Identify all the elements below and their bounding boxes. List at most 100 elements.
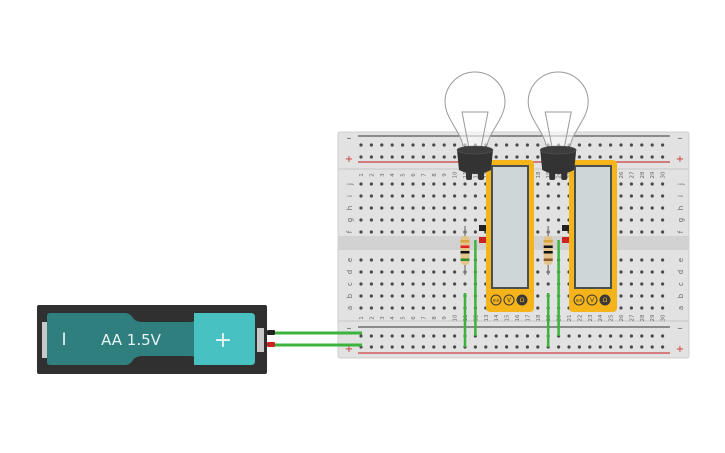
- hole-j6[interactable]: [411, 182, 415, 186]
- hole-e7[interactable]: [421, 258, 425, 262]
- rail-hole-bottom-minus[interactable]: [598, 334, 602, 338]
- hole-c18[interactable]: [536, 282, 540, 286]
- hole-h26[interactable]: [619, 206, 623, 210]
- rail-hole-top-plus[interactable]: [401, 155, 405, 159]
- hole-i8[interactable]: [432, 194, 436, 198]
- hole-f18[interactable]: [536, 230, 540, 234]
- rail-hole-top-plus[interactable]: [577, 155, 582, 159]
- mode-button-ma[interactable]: [490, 294, 502, 306]
- battery-negative-terminal[interactable]: [267, 330, 275, 335]
- hole-e3[interactable]: [380, 258, 384, 262]
- rail-hole-top-plus[interactable]: [661, 155, 665, 159]
- rail-hole-bottom-minus[interactable]: [390, 334, 394, 338]
- rail-hole-bottom-minus[interactable]: [567, 334, 571, 338]
- rail-hole-bottom-minus[interactable]: [588, 334, 592, 338]
- multimeter-red-probe[interactable]: [562, 237, 569, 243]
- bulb-pin[interactable]: [561, 168, 568, 180]
- hole-f1[interactable]: [359, 230, 363, 234]
- rail-hole-top-plus[interactable]: [369, 155, 373, 159]
- hole-j30[interactable]: [661, 182, 665, 186]
- rail-hole-bottom-minus[interactable]: [619, 334, 623, 338]
- hole-i11[interactable]: [463, 194, 467, 198]
- rail-hole-bottom-plus[interactable]: [484, 345, 488, 349]
- hole-b7[interactable]: [421, 294, 425, 298]
- hole-c3[interactable]: [380, 282, 384, 286]
- rail-hole-bottom-plus[interactable]: [609, 345, 613, 349]
- hole-c19[interactable]: [546, 282, 550, 286]
- rail-hole-top-minus[interactable]: [453, 143, 457, 147]
- hole-d1[interactable]: [359, 270, 363, 274]
- hole-a30[interactable]: [661, 306, 665, 310]
- rail-hole-top-plus[interactable]: [432, 155, 436, 159]
- rail-hole-bottom-plus[interactable]: [619, 345, 623, 349]
- rail-hole-bottom-minus[interactable]: [577, 334, 582, 338]
- hole-a10[interactable]: [453, 306, 457, 310]
- hole-b6[interactable]: [411, 294, 415, 298]
- rail-hole-top-minus[interactable]: [505, 143, 509, 147]
- rail-hole-bottom-plus[interactable]: [442, 345, 446, 349]
- rail-hole-bottom-minus[interactable]: [380, 334, 384, 338]
- rail-hole-bottom-plus[interactable]: [494, 345, 498, 349]
- hole-e26[interactable]: [619, 258, 623, 262]
- hole-i4[interactable]: [390, 194, 394, 198]
- rail-hole-top-plus[interactable]: [494, 155, 498, 159]
- rail-hole-bottom-plus[interactable]: [525, 345, 530, 349]
- hole-d4[interactable]: [390, 270, 394, 274]
- hole-e30[interactable]: [661, 258, 665, 262]
- hole-h27[interactable]: [629, 206, 634, 210]
- hole-c29[interactable]: [650, 282, 654, 286]
- hole-d28[interactable]: [640, 270, 644, 274]
- rail-hole-top-minus[interactable]: [525, 143, 530, 147]
- multimeter-black-probe[interactable]: [562, 225, 569, 231]
- mode-button-ohm[interactable]: [516, 294, 528, 306]
- hole-i12[interactable]: [473, 194, 477, 198]
- hole-d29[interactable]: [650, 270, 654, 274]
- rail-hole-bottom-minus[interactable]: [359, 334, 363, 338]
- hole-i26[interactable]: [619, 194, 623, 198]
- rail-hole-bottom-minus[interactable]: [515, 334, 519, 338]
- hole-g10[interactable]: [453, 218, 457, 222]
- rail-hole-top-plus[interactable]: [525, 155, 530, 159]
- hole-a5[interactable]: [401, 306, 405, 310]
- rail-hole-bottom-plus[interactable]: [505, 345, 509, 349]
- rail-hole-top-plus[interactable]: [588, 155, 592, 159]
- hole-i9[interactable]: [442, 194, 446, 198]
- rail-hole-top-plus[interactable]: [390, 155, 394, 159]
- rail-hole-top-plus[interactable]: [505, 155, 509, 159]
- rail-hole-top-plus[interactable]: [380, 155, 384, 159]
- hole-j7[interactable]: [421, 182, 425, 186]
- hole-e8[interactable]: [432, 258, 436, 262]
- rail-hole-top-minus[interactable]: [401, 143, 405, 147]
- battery-wires[interactable]: [275, 331, 362, 347]
- hole-d30[interactable]: [661, 270, 665, 274]
- hole-j9[interactable]: [442, 182, 446, 186]
- hole-g18[interactable]: [536, 218, 540, 222]
- hole-i29[interactable]: [650, 194, 654, 198]
- hole-a4[interactable]: [390, 306, 394, 310]
- hole-h2[interactable]: [369, 206, 373, 210]
- hole-i27[interactable]: [629, 194, 634, 198]
- hole-i19[interactable]: [546, 194, 550, 198]
- rail-hole-top-plus[interactable]: [619, 155, 623, 159]
- hole-b29[interactable]: [650, 294, 654, 298]
- hole-i6[interactable]: [411, 194, 415, 198]
- hole-d2[interactable]: [369, 270, 373, 274]
- rail-hole-top-minus[interactable]: [650, 143, 654, 147]
- hole-i28[interactable]: [640, 194, 644, 198]
- hole-e4[interactable]: [390, 258, 394, 262]
- hole-c27[interactable]: [629, 282, 634, 286]
- hole-d8[interactable]: [432, 270, 436, 274]
- rail-hole-bottom-minus[interactable]: [650, 334, 654, 338]
- hole-c1[interactable]: [359, 282, 363, 286]
- rail-hole-bottom-plus[interactable]: [567, 345, 571, 349]
- rail-hole-top-minus[interactable]: [536, 143, 540, 147]
- hole-h20[interactable]: [557, 206, 561, 210]
- rail-hole-top-minus[interactable]: [442, 143, 446, 147]
- hole-a2[interactable]: [369, 306, 373, 310]
- rail-hole-bottom-plus[interactable]: [557, 345, 561, 349]
- hole-e29[interactable]: [650, 258, 654, 262]
- hole-h4[interactable]: [390, 206, 394, 210]
- aa-battery[interactable]: I AA 1.5V +: [37, 305, 275, 374]
- hole-e5[interactable]: [401, 258, 405, 262]
